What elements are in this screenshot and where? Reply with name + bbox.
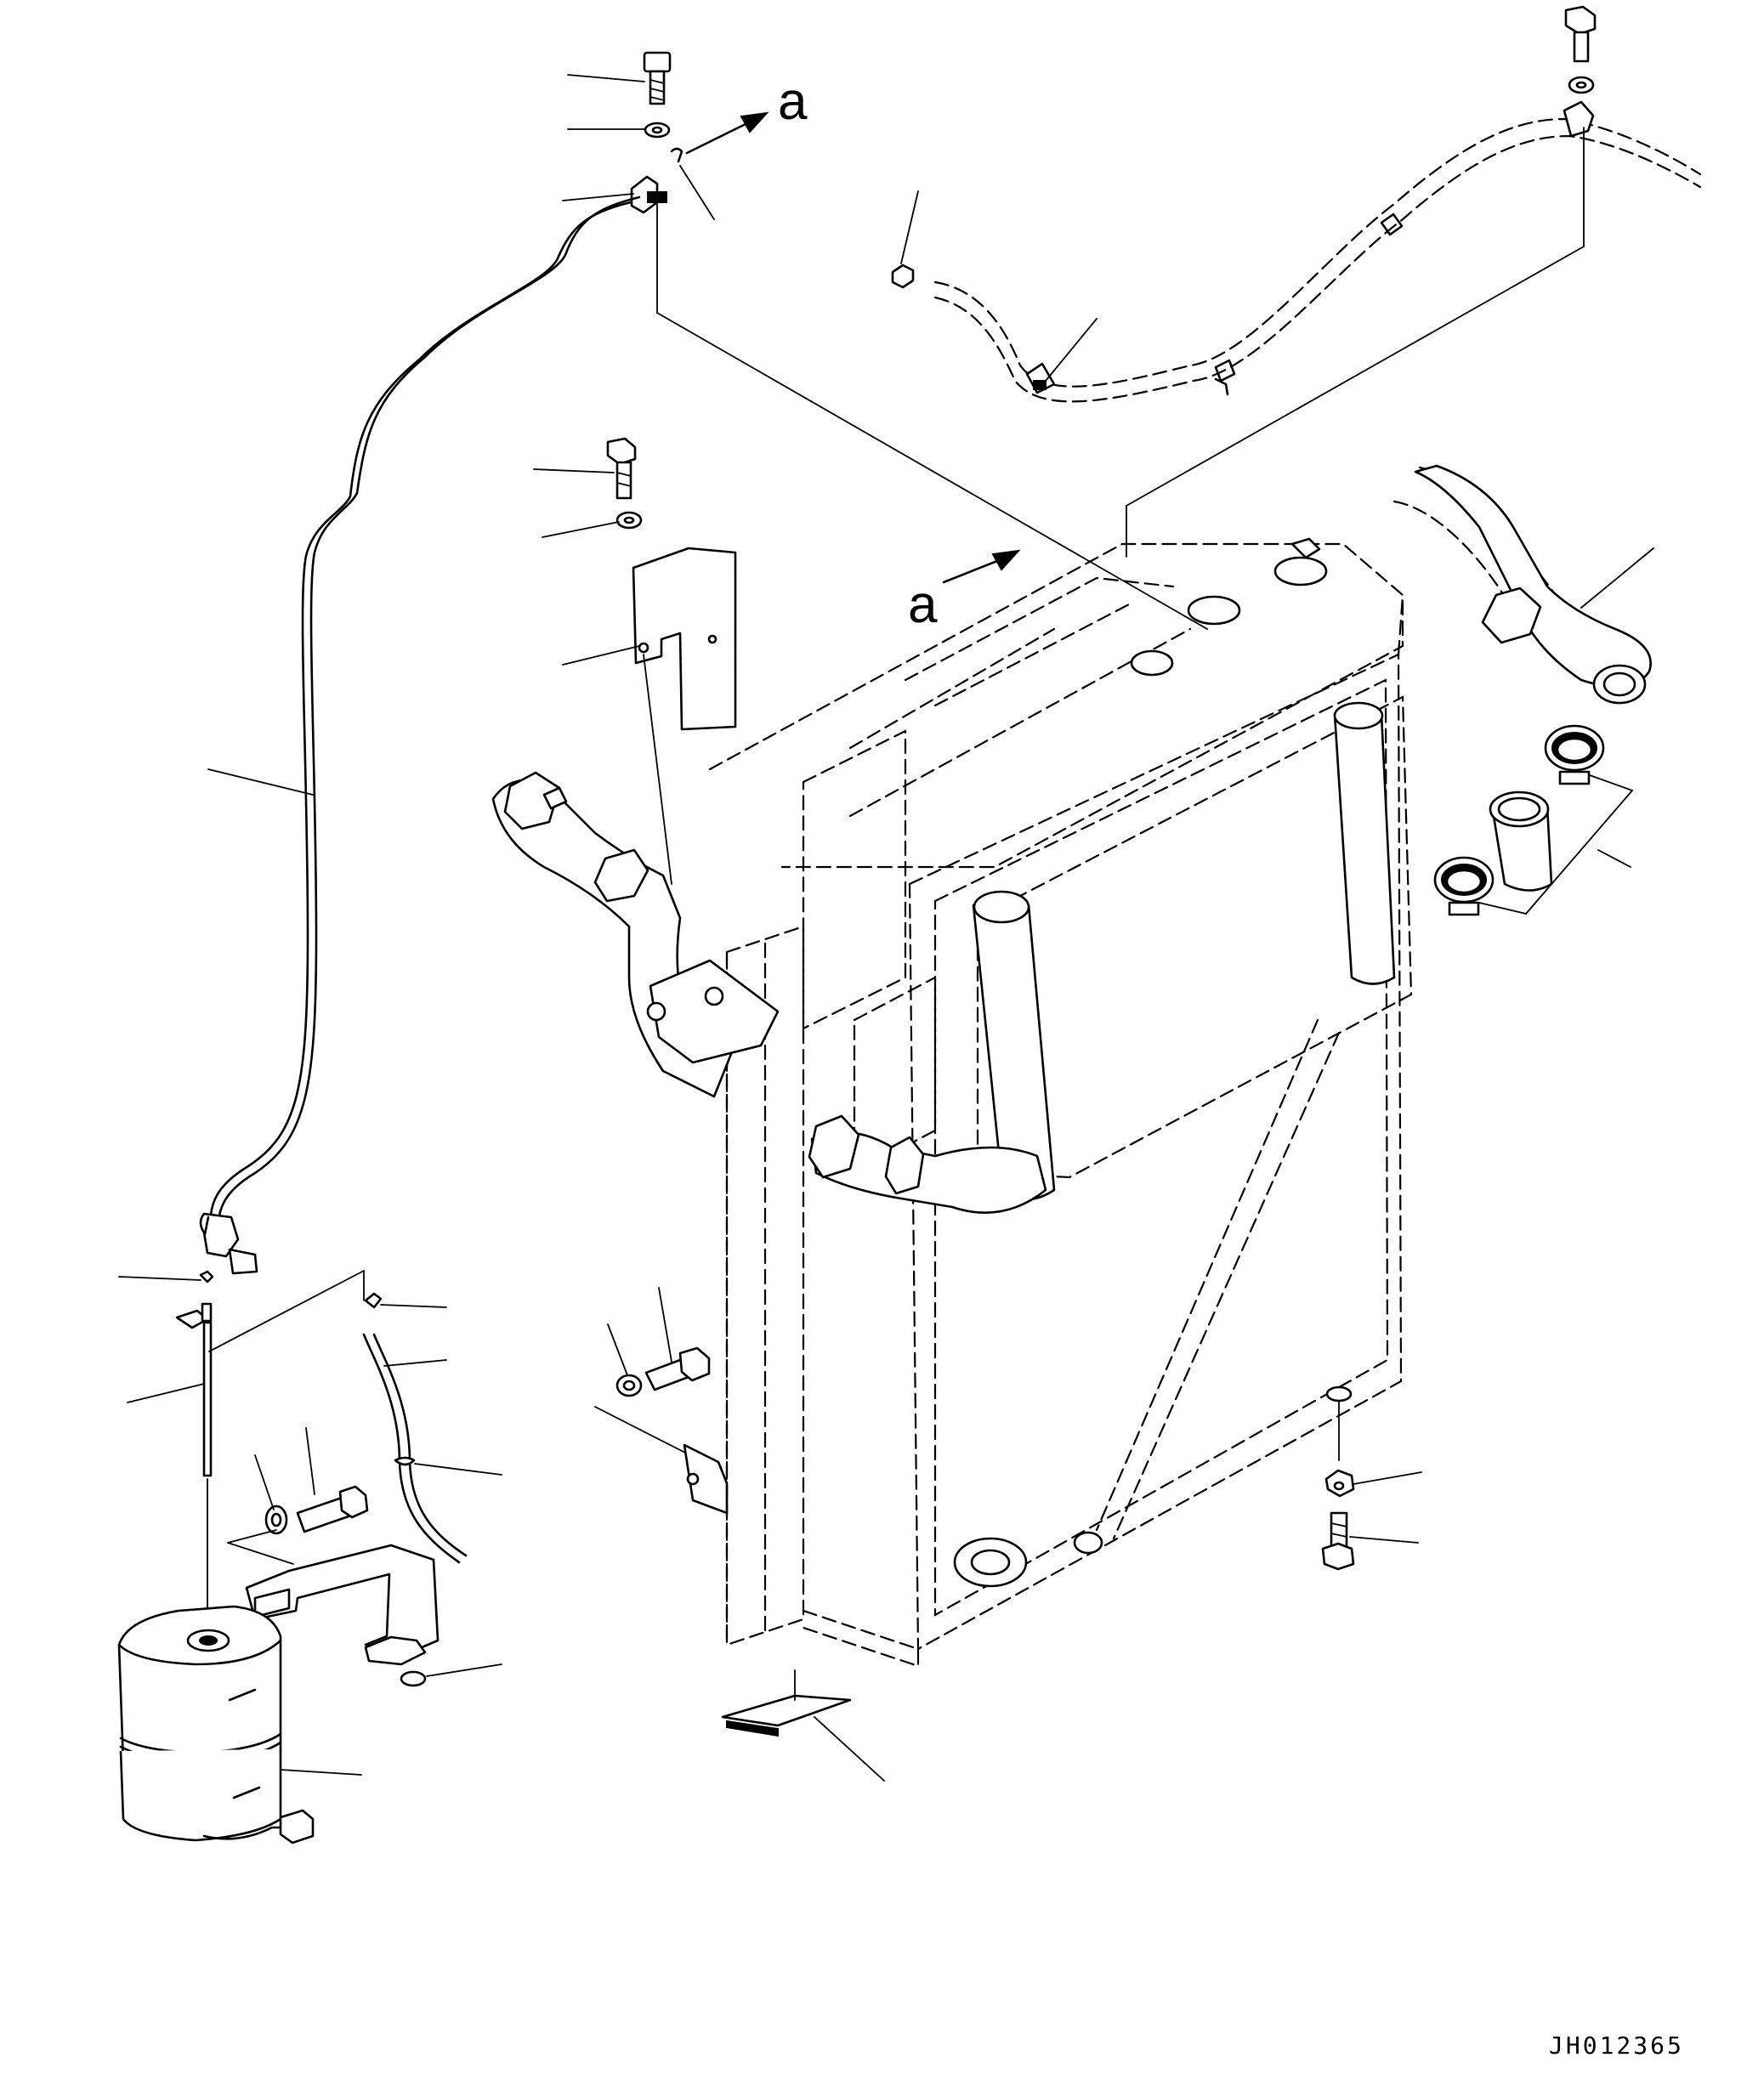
leader-clamp-small [380,1304,447,1308]
view-arrow-a-middle: a [908,549,1021,634]
small-clip-left[interactable] [199,1270,214,1284]
leader-bracket-bolt [305,1427,315,1495]
leader-dipstick [127,1383,205,1403]
view-label-a-top: a [778,72,808,131]
hose-clamp-small-top[interactable] [891,264,915,289]
hose-sleeve[interactable] [1489,790,1553,892]
assembly-reference-line-5 [1126,127,1585,545]
leader-cover-pad [814,1716,885,1782]
bolt-center[interactable] [606,437,637,500]
leader-drain-tube [383,1359,447,1367]
leader-hose-clamp-top [900,190,919,264]
mount-bracket-left[interactable] [683,1443,729,1515]
assembly-reference-line-6 [1478,774,1633,915]
radiator-mount-cap-right[interactable] [1325,1386,1353,1402]
hose-clamp-right-bottom[interactable] [1433,856,1495,916]
tube-clamp-small[interactable] [364,1292,383,1309]
drawing-code-label: JH012365 [1549,2032,1684,2060]
view-arrow-a-top: a [685,72,808,155]
leader-mount-bolt-left [658,1287,672,1363]
small-clip-a[interactable] [670,147,683,163]
view-label-a-middle: a [908,575,938,634]
leader-clip-left [118,1276,201,1281]
tank-bracket[interactable] [245,1544,440,1687]
leader-tank-bracket [426,1663,502,1677]
leader-bracket-nut [254,1454,275,1510]
lower-hose-elbow[interactable] [491,771,780,1098]
assembly-reference-line-1 [656,203,1208,630]
dipstick-cap[interactable] [175,1302,213,1477]
leader-upper-hose [1580,547,1654,609]
radiator-mount-bolt-right[interactable] [1321,1511,1355,1571]
radiator-mount-bolt-left[interactable] [644,1346,711,1391]
leader-overflow-tube [207,768,314,796]
breather-hose-upper[interactable] [933,100,1702,403]
radiator-mount-nut-left[interactable] [615,1374,643,1397]
reserve-tank[interactable] [117,1605,315,1844]
washer-center[interactable] [615,511,643,530]
leader-tube-grommet [414,1463,502,1476]
bracket-plate[interactable] [632,547,737,731]
intercooler-lower-hose[interactable] [808,1114,1047,1214]
bolt-top-left[interactable] [643,51,672,105]
washer-top-right[interactable] [1568,76,1595,94]
upper-radiator-hose[interactable] [1392,464,1652,705]
leader-washer-center [542,521,620,538]
tube-end-fitting[interactable] [199,1212,258,1275]
leader-reserve-tank [280,1769,362,1776]
bracket-bolt[interactable] [296,1485,369,1533]
radiator-assembly[interactable] [708,537,1413,1668]
leader-lines-top-left [562,74,715,220]
assembly-reference-line-4 [643,654,672,885]
drain-tube[interactable] [362,1333,468,1564]
leader-mount-bolt-right [1349,1536,1419,1544]
leader-bolt-center [533,468,615,473]
hose-clamp-right-top[interactable] [1544,724,1605,785]
washer-top-left[interactable] [644,122,671,139]
leader-mount-nut-left [607,1323,628,1376]
radiator-mount-washer-right[interactable] [1324,1469,1355,1498]
bolt-top-right[interactable] [1564,5,1597,63]
leader-bracket-plate [562,645,640,666]
assembly-reference-line-3 [227,1529,294,1565]
cover-pad[interactable] [721,1694,852,1737]
assembly-reference-line-2 [207,1270,365,1620]
leader-mount-washer-right [1353,1471,1422,1485]
tube-clip-top[interactable] [630,175,667,214]
overflow-tube[interactable] [209,196,641,1217]
leader-hose-clamps [1597,849,1631,868]
bracket-nut[interactable] [264,1504,288,1535]
leader-hose-clip-top [1045,318,1098,382]
